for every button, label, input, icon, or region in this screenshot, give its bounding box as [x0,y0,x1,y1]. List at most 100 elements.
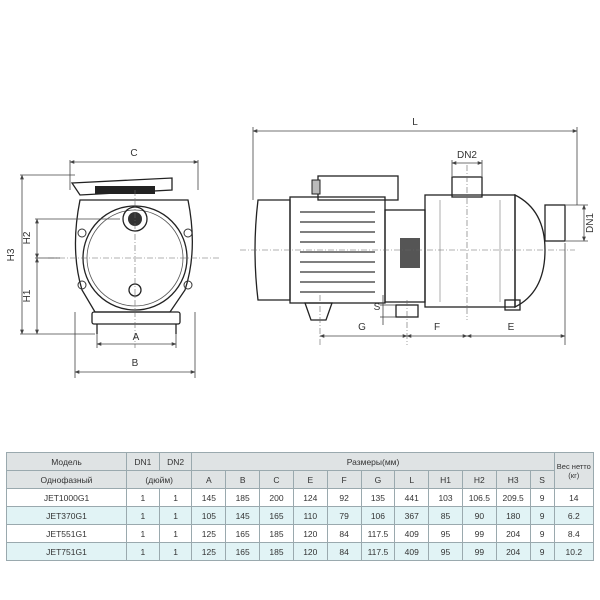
value-cell: 9 [529,488,555,507]
value-cell: 185 [259,542,294,561]
value-cell: 85 [428,506,463,525]
header-dn1: DN1 [126,452,160,471]
value-cell: 165 [225,542,261,561]
value-cell: 120 [292,524,328,543]
dim-label-f: F [434,322,440,333]
spec-table: Модель DN1 DN2 Размеры(мм) Вес нетто (кг… [6,452,595,561]
value-cell: 1 [158,542,193,561]
value-cell: 110 [292,506,328,525]
table-header-row: Модель DN1 DN2 Размеры(мм) Вес нетто (кг… [6,452,595,489]
value-cell: 84 [326,524,362,543]
header-col-g: G [360,470,396,489]
value-cell: 105 [191,506,227,525]
value-cell: 200 [259,488,294,507]
value-cell: 1 [126,506,160,525]
header-col-c: C [259,470,294,489]
dim-label-dn1: DN1 [585,213,596,233]
value-cell: 95 [428,524,463,543]
model-cell: JET551G1 [6,524,127,543]
value-cell: 125 [191,524,227,543]
value-cell: 204 [495,524,531,543]
value-cell: 441 [394,488,430,507]
value-cell: 9 [529,524,555,543]
model-cell: JET751G1 [6,542,127,561]
value-cell: 180 [495,506,531,525]
header-col-e: E [292,470,328,489]
value-cell: 1 [158,506,193,525]
value-cell: 124 [292,488,328,507]
dim-label-h1: H1 [22,289,33,302]
value-cell: 135 [360,488,396,507]
value-cell: 79 [326,506,362,525]
header-col-l: L [394,470,430,489]
value-cell: 120 [292,542,328,561]
dim-label-a: A [133,332,140,343]
value-cell: 409 [394,524,430,543]
value-cell: 92 [326,488,362,507]
dim-label-dn2: DN2 [457,150,477,161]
value-cell: 99 [461,542,497,561]
header-weight: Вес нетто (кг) [553,452,595,489]
value-cell: 106.5 [461,488,497,507]
dim-label-e: E [508,322,515,333]
value-cell: 117.5 [360,524,396,543]
dim-label-s: S [374,302,381,313]
value-cell: 10.2 [553,542,595,561]
value-cell: 367 [394,506,430,525]
value-cell: 6.2 [553,506,595,525]
dim-label-h3: H3 [6,248,17,261]
value-cell: 145 [191,488,227,507]
value-cell: 99 [461,524,497,543]
model-cell: JET370G1 [6,506,127,525]
value-cell: 409 [394,542,430,561]
dim-label-c: C [130,148,137,159]
value-cell: 117.5 [360,542,396,561]
value-cell: 145 [225,506,261,525]
front-view: C A B H3 H2 H1 [6,148,220,378]
value-cell: 1 [158,488,193,507]
value-cell: 204 [495,542,531,561]
value-cell: 165 [225,524,261,543]
side-view: L DN2 DN1 S G F E [240,117,596,345]
value-cell: 103 [428,488,463,507]
header-dn2: DN2 [158,452,193,471]
value-cell: 185 [259,524,294,543]
value-cell: 95 [428,542,463,561]
value-cell: 1 [126,542,160,561]
header-col-h3: H3 [495,470,531,489]
value-cell: 125 [191,542,227,561]
model-cell: JET1000G1 [6,488,127,507]
header-dimensions: Размеры(мм) [191,452,555,471]
value-cell: 9 [529,506,555,525]
value-cell: 84 [326,542,362,561]
header-col-h2: H2 [461,470,497,489]
value-cell: 8.4 [553,524,595,543]
value-cell: 185 [225,488,261,507]
pump-dimension-drawing: C A B H3 H2 H1 [6,117,596,378]
header-model: Модель [6,452,127,471]
header-col-f: F [326,470,362,489]
header-col-s: S [529,470,555,489]
value-cell: 209.5 [495,488,531,507]
header-col-h1: H1 [428,470,463,489]
header-single-phase: Однофазный [6,470,127,489]
header-inch: (дюйм) [125,470,193,489]
value-cell: 165 [259,506,294,525]
dim-label-b: B [132,358,139,369]
header-col-a: A [191,470,227,489]
dim-label-g: G [358,322,366,333]
header-col-b: B [225,470,261,489]
value-cell: 9 [529,542,555,561]
dim-label-l: L [412,117,418,128]
value-cell: 106 [360,506,396,525]
value-cell: 1 [126,524,160,543]
value-cell: 1 [158,524,193,543]
value-cell: 14 [553,488,595,507]
value-cell: 1 [126,488,160,507]
dim-label-h2: H2 [22,231,33,244]
